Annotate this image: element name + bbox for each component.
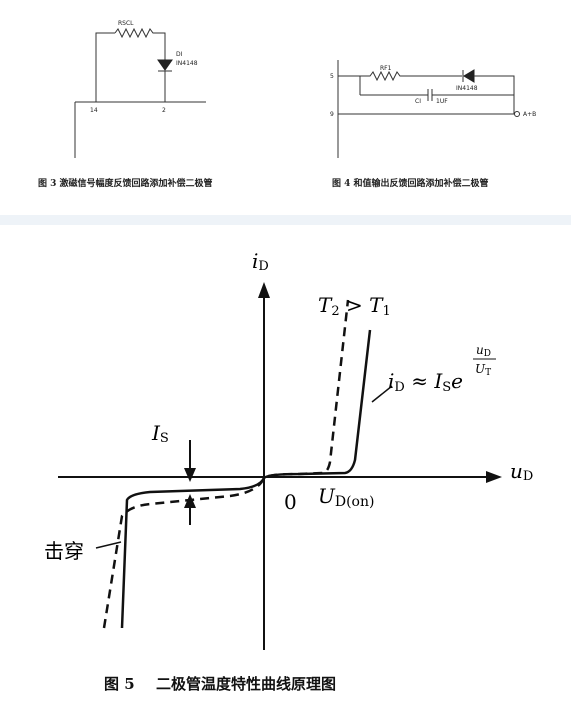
fig3-circuit [74, 27, 206, 158]
fig4-resistor [360, 70, 462, 82]
fig4-pin-top: 5 [330, 73, 334, 80]
fig4-circuit [337, 60, 520, 158]
x-axis-label: uD [510, 459, 533, 484]
fig4-capacitor-label-1: CI [415, 98, 421, 105]
fig3-diode-label-1: DI [176, 51, 183, 58]
fig4-diode-label: IN4148 [456, 85, 478, 92]
fig4-output-label: A+B [523, 111, 536, 118]
equation-exp-den: UT [475, 362, 491, 378]
is-arrow-top-head [184, 468, 196, 482]
fig3-caption: 图 3 激磁信号幅度反馈回路添加补偿二极管 [38, 177, 213, 189]
x-axis-arrow [486, 471, 502, 483]
fig3-pin-left: 14 [90, 107, 98, 114]
fig5-panel: iD uD IS T2 > T1 iD ≈ ISe uD UT 0 UD(on)… [0, 225, 571, 711]
fig5-axes [58, 282, 502, 650]
fig4-capacitor-label-2: 1UF [436, 98, 448, 105]
temperature-label: T2 > T1 [318, 293, 391, 319]
fig5-caption-number: 图 5 [104, 675, 135, 693]
origin-label: 0 [284, 490, 297, 514]
is-label: IS [151, 421, 169, 446]
equation-exp-num: uD [476, 343, 491, 359]
fig3-resistor-label: RSCL [118, 20, 134, 27]
is-arrow-bottom-head [184, 494, 196, 508]
y-axis-arrow [258, 282, 270, 298]
top-figures-svg: RSCL DI IN4148 14 2 图 3 激磁信号幅度反馈回路添加补偿二极… [38, 20, 536, 189]
is-arrows [184, 440, 196, 525]
fig4-resistor-label: RF1 [380, 65, 392, 72]
fig3-diode [157, 59, 173, 71]
fig4-caption: 图 4 和值输出反馈回路添加补偿二极管 [332, 177, 489, 189]
breakdown-label: 击穿 [44, 539, 84, 563]
fig4-diode [463, 69, 475, 83]
y-axis-label: iD [252, 249, 269, 274]
fig3-diode-label-2: IN4148 [176, 60, 198, 67]
fig4-pin-bottom: 9 [330, 111, 334, 118]
fig3-pin-right: 2 [162, 107, 166, 114]
fig5-svg: iD uD IS T2 > T1 iD ≈ ISe uD UT 0 UD(on)… [44, 249, 533, 693]
curve-t1-solid [120, 329, 372, 629]
fig3-resistor [114, 27, 155, 39]
fig5-caption-text: 二极管温度特性曲线原理图 [156, 675, 336, 693]
breakdown-pointer [95, 541, 122, 549]
equation-main: iD ≈ ISe [388, 369, 463, 395]
diode-equation: iD ≈ ISe uD UT [371, 343, 496, 403]
top-figures-panel: RSCL DI IN4148 14 2 图 3 激磁信号幅度反馈回路添加补偿二极… [0, 0, 571, 215]
curve-t2-dashed [102, 299, 350, 629]
threshold-label: UD(on) [318, 484, 374, 510]
section-divider [0, 215, 571, 225]
